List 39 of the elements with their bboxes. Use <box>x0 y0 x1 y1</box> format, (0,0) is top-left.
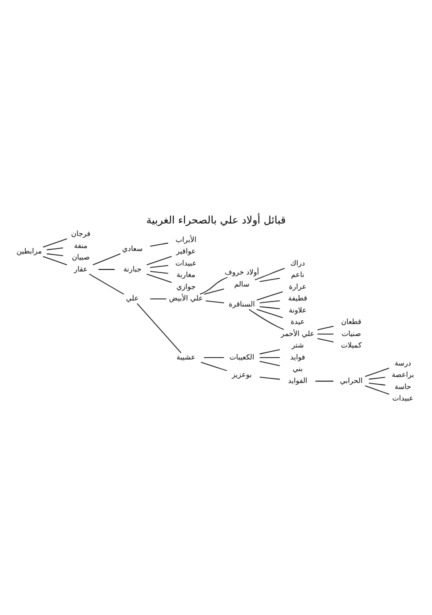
connector <box>146 273 172 282</box>
connector <box>317 338 334 342</box>
connector <box>259 356 280 358</box>
connector <box>200 276 228 294</box>
connector <box>248 308 284 330</box>
connector <box>42 238 68 248</box>
connector <box>364 367 390 376</box>
connector <box>46 247 64 250</box>
connector <box>317 325 334 330</box>
connector <box>256 308 284 318</box>
connector <box>150 270 169 274</box>
connector <box>259 306 280 309</box>
connector <box>364 384 390 394</box>
connector <box>259 277 280 282</box>
connector <box>259 376 280 380</box>
connector <box>259 360 280 366</box>
connector <box>136 302 182 353</box>
connector <box>150 298 167 299</box>
connector <box>146 256 172 265</box>
connector <box>150 242 169 246</box>
connector <box>368 376 386 380</box>
connector <box>317 333 334 334</box>
connector <box>204 288 224 294</box>
connector <box>368 382 386 385</box>
connector <box>42 256 68 265</box>
connector <box>203 356 224 358</box>
connector <box>92 252 121 265</box>
connector <box>88 273 124 294</box>
connector <box>200 361 228 371</box>
connector <box>315 380 334 382</box>
diagram-title: قبائل أولاد علي بالصحراء الغربية <box>146 214 286 226</box>
connector <box>98 268 116 270</box>
connector <box>254 267 286 280</box>
connector <box>259 300 280 303</box>
connector <box>205 300 224 303</box>
connector <box>46 252 64 256</box>
connector <box>256 290 284 300</box>
connector <box>150 264 169 268</box>
connector <box>259 348 280 354</box>
